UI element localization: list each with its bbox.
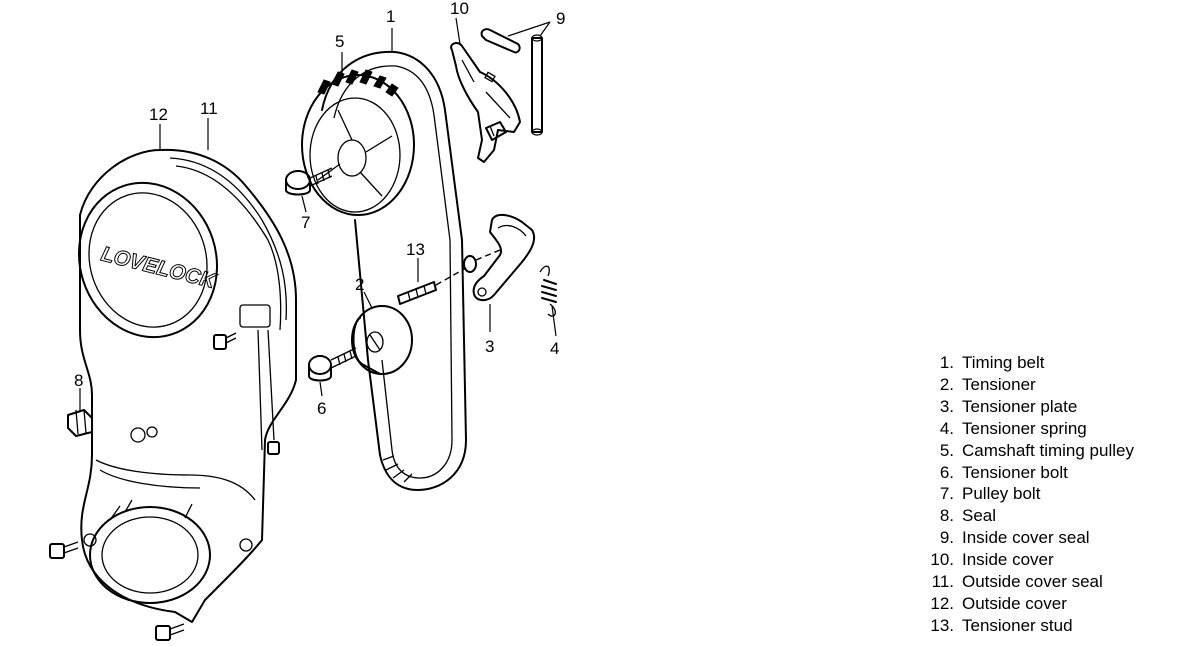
legend-item: 1. Timing belt — [920, 352, 1134, 374]
callout-5: 5 — [335, 32, 344, 51]
callout-12: 12 — [149, 105, 168, 124]
legend-item: 9. Inside cover seal — [920, 527, 1134, 549]
callout-8: 8 — [74, 371, 83, 390]
legend-item: 11. Outside cover seal — [920, 571, 1134, 593]
legend-item-number: 6. — [939, 462, 954, 482]
legend-item-number: 4. — [939, 418, 954, 438]
pulley-bolt — [285, 167, 333, 196]
camshaft-timing-pulley — [301, 69, 415, 216]
callout-7: 7 — [301, 213, 310, 232]
legend-item-label: Camshaft timing pulley — [962, 440, 1134, 460]
tensioner-bolt — [308, 347, 357, 382]
tensioner-plate — [472, 214, 536, 302]
timing-belt — [321, 50, 467, 491]
legend-item-number: 12. — [930, 593, 954, 613]
legend-item: 6. Tensioner bolt — [920, 462, 1134, 484]
legend-item-number: 9. — [939, 528, 954, 548]
legend-item-label: Seal — [962, 506, 997, 526]
callout-9: 9 — [556, 9, 565, 28]
legend-item-number: 13. — [930, 615, 954, 635]
callout-3: 3 — [485, 337, 494, 356]
cover-bolts — [49, 332, 280, 641]
callout-1: 1 — [386, 7, 395, 26]
legend-item-label: Tensioner — [962, 374, 1036, 394]
legend-item-label: Inside cover — [962, 550, 1054, 570]
legend-item-number: 11. — [931, 572, 954, 592]
callout-13: 13 — [406, 240, 425, 259]
legend-item-label: Inside cover seal — [962, 528, 1090, 548]
cover-lettering: LOVELOCK — [99, 243, 220, 294]
callout-4: 4 — [550, 339, 559, 358]
callout-2: 2 — [355, 275, 364, 294]
seal-part — [67, 409, 93, 437]
legend-item: 2. Tensioner — [920, 374, 1134, 396]
legend-item-number: 5. — [939, 440, 954, 460]
legend-item: 3. Tensioner plate — [920, 396, 1134, 418]
legend-item-label: Pulley bolt — [962, 484, 1041, 504]
legend-item-number: 3. — [939, 396, 954, 416]
legend-item-label: Tensioner bolt — [962, 462, 1068, 482]
legend-item-label: Tensioner plate — [962, 396, 1078, 416]
legend-item-label: Tensioner spring — [962, 418, 1087, 438]
legend-item: 8. Seal — [920, 505, 1134, 527]
legend-item: 4. Tensioner spring — [920, 418, 1134, 440]
tensioner-spring — [539, 265, 557, 317]
inside-cover-seal — [480, 28, 543, 136]
legend-item: 7. Pulley bolt — [920, 483, 1134, 505]
callout-6: 6 — [317, 399, 326, 418]
legend-item: 12. Outside cover — [920, 593, 1134, 615]
legend-item-number: 7. — [939, 484, 954, 504]
parts-legend: 1. Timing belt 2. Tensioner 3. Tensioner plat… — [920, 352, 1134, 637]
legend-item-label: Tensioner stud — [962, 615, 1073, 635]
tensioner-stud — [397, 249, 501, 305]
legend-item-number: 1. — [939, 353, 954, 372]
legend-item-label: Outside cover — [962, 593, 1067, 613]
callout-10: 10 — [450, 0, 469, 18]
legend-item-number: 10. — [930, 550, 954, 570]
callouts: 1 2 3 4 5 6 7 8 9 10 11 12 13 — [74, 0, 565, 418]
legend-item-label: Timing belt — [962, 353, 1045, 372]
legend-item: 13. Tensioner stud — [920, 615, 1134, 637]
legend-item: 10. Inside cover — [920, 549, 1134, 571]
legend-item-label: Outside cover seal — [962, 572, 1103, 592]
tensioner — [351, 305, 413, 375]
inside-cover — [450, 42, 521, 163]
legend-item-number: 8. — [939, 506, 954, 526]
legend-item-number: 2. — [939, 374, 954, 394]
leader-lines — [79, 17, 557, 412]
outside-cover: LOVELOCK — [77, 148, 297, 623]
legend-item: 5. Camshaft timing pulley — [920, 440, 1134, 462]
callout-11: 11 — [200, 99, 218, 118]
